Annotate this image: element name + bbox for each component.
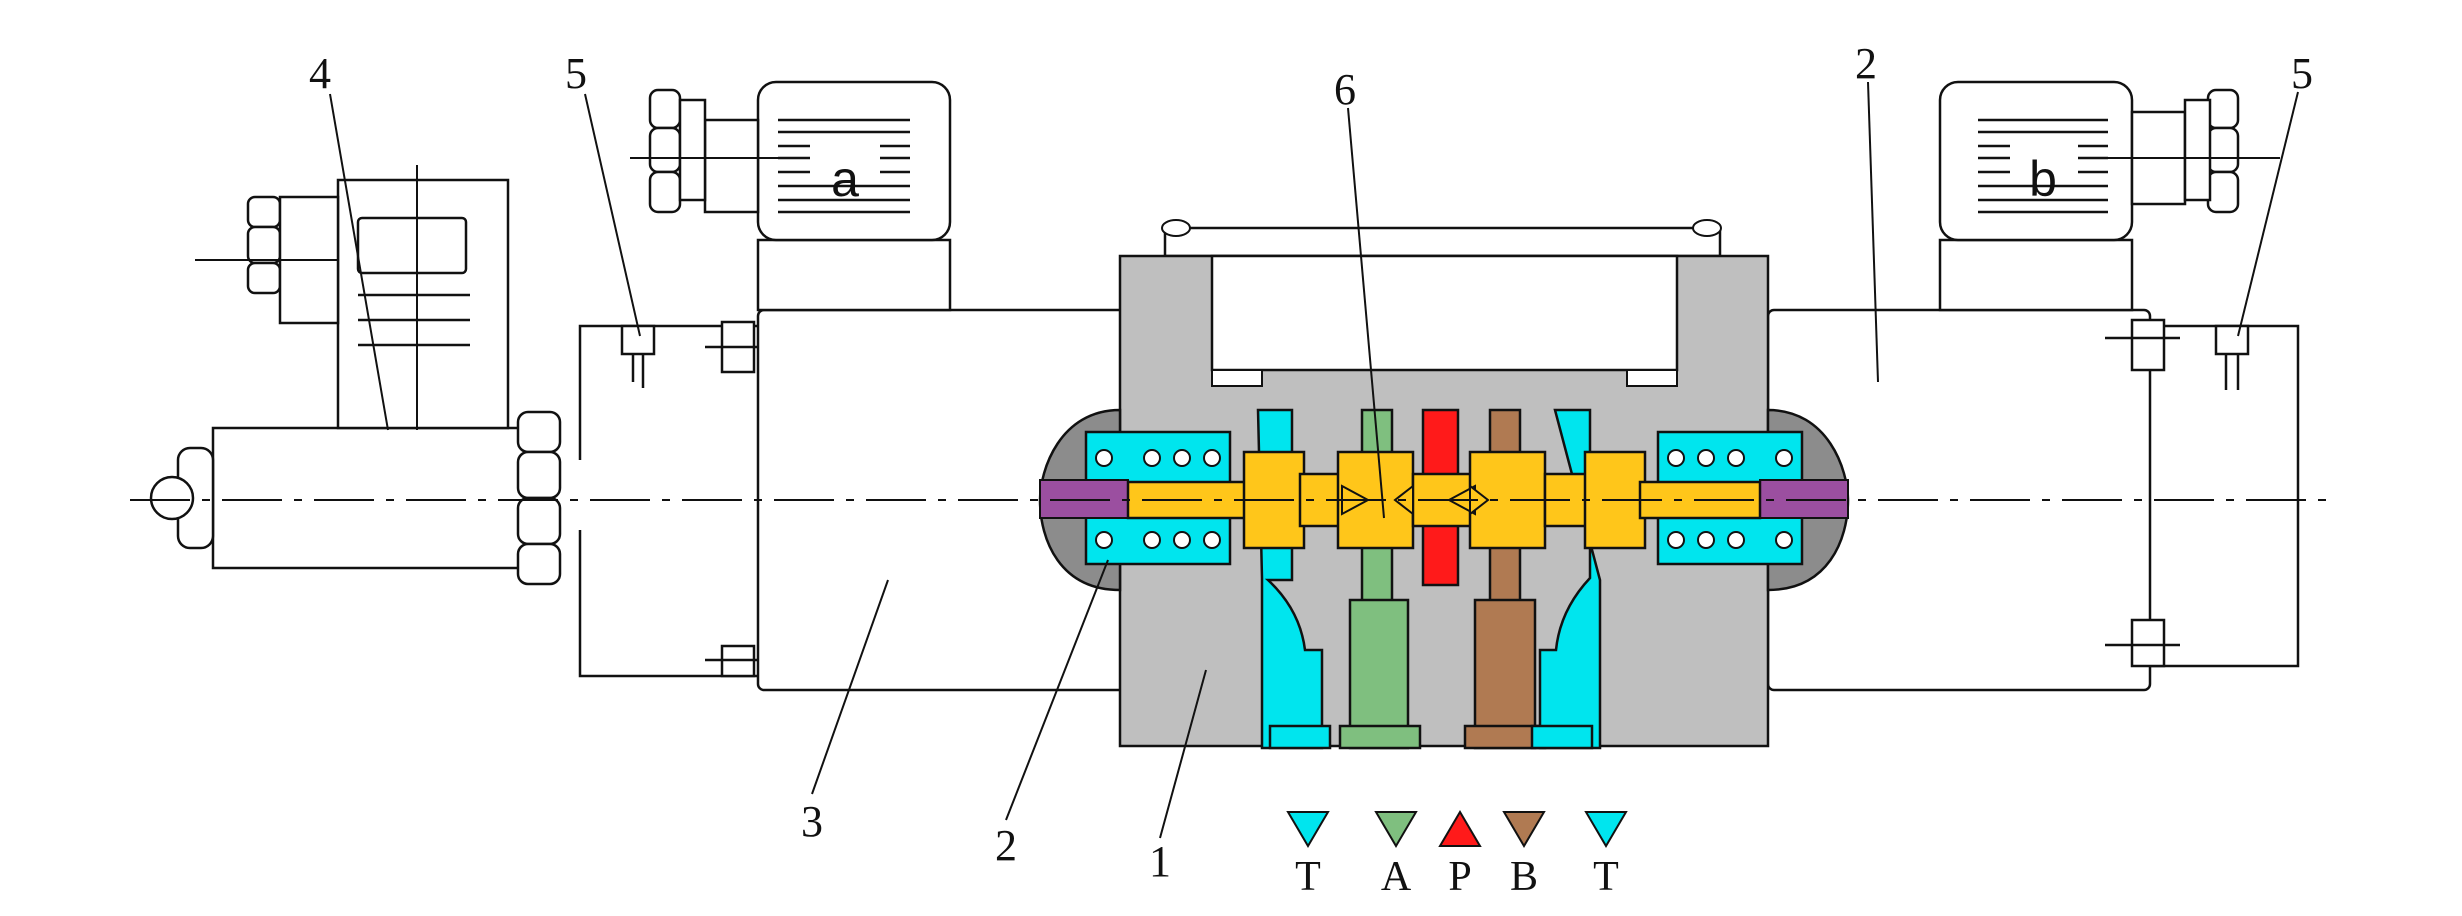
left-switch-frame xyxy=(578,320,770,678)
callout-5-left: 5 xyxy=(565,49,587,98)
port-label-t-4: T xyxy=(1593,854,1619,900)
right-switch-frame xyxy=(2105,318,2300,668)
coil-b-stripes xyxy=(1978,118,2280,214)
port-label-a-1: A xyxy=(1381,854,1412,900)
callout-3: 3 xyxy=(801,797,823,846)
right-spring xyxy=(1667,449,1793,549)
coil-a-stripes xyxy=(630,118,910,214)
port-triangle-t-0 xyxy=(1286,811,1330,848)
callout-5-right: 5 xyxy=(2291,49,2313,98)
callout-2-left: 2 xyxy=(995,821,1017,870)
port-triangle-p-2 xyxy=(1438,810,1482,847)
leader-lines xyxy=(329,81,2299,839)
port-triangle-t-4 xyxy=(1584,811,1628,848)
callout-1: 1 xyxy=(1149,837,1171,886)
callout-4: 4 xyxy=(309,49,331,98)
port-triangle-b-3 xyxy=(1502,811,1546,848)
coil-a-label: a xyxy=(831,151,859,207)
port-label-b-3: B xyxy=(1510,854,1538,900)
left-spring xyxy=(1095,449,1221,549)
port-label-t-0: T xyxy=(1295,854,1321,900)
port-label-p-2: P xyxy=(1448,854,1471,900)
coil-b-label: b xyxy=(2029,151,2057,207)
callout-2-right: 2 xyxy=(1855,39,1877,88)
port-triangle-a-1 xyxy=(1374,811,1418,848)
manual-override-housing xyxy=(149,178,562,586)
left-solenoid xyxy=(648,80,1142,692)
callout-6: 6 xyxy=(1334,65,1356,114)
